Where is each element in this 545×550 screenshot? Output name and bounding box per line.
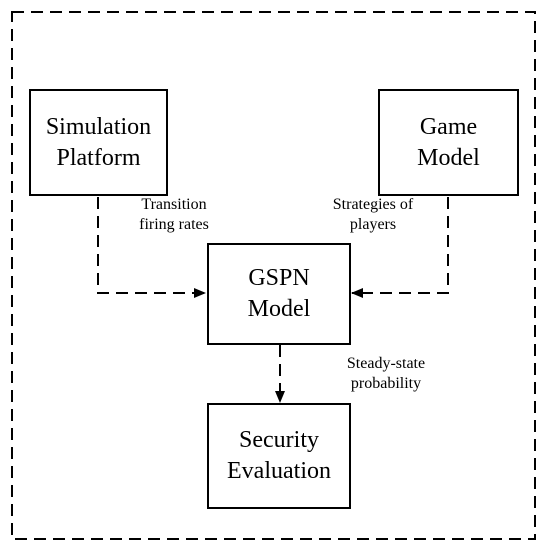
node-security-evaluation-line1: Security: [239, 427, 319, 453]
edge-simulation-to-gspn: [97, 197, 206, 298]
edge-label-steady-state-probability: Steady-state probability: [330, 354, 442, 394]
node-game-model-line1: Game: [419, 113, 478, 140]
node-simulation-platform-line2: Platform: [56, 144, 141, 171]
edge-label-strategies-of-players-line2: players: [349, 216, 397, 233]
edge-label-transition-firing-rates-line1: Transition: [141, 196, 207, 213]
edge-label-steady-state-probability-line1: Steady-state: [346, 355, 426, 372]
outer-dashed-frame: [11, 11, 536, 540]
node-gspn-model-line2: Model: [247, 296, 311, 322]
edge-label-transition-firing-rates: Transition firing rates: [118, 195, 230, 235]
node-security-evaluation-line2: Evaluation: [227, 458, 331, 484]
node-security-evaluation: Security Evaluation: [207, 403, 351, 509]
node-gspn-model: GSPN Model: [207, 243, 351, 345]
node-gspn-model-line1: GSPN: [248, 265, 310, 291]
edge-label-strategies-of-players-line1: Strategies of: [332, 196, 414, 213]
edge-label-transition-firing-rates-line2: firing rates: [139, 216, 209, 233]
edge-label-strategies-of-players: Strategies of players: [317, 195, 429, 235]
node-simulation-platform-line1: Simulation: [45, 113, 152, 140]
node-game-model: Game Model: [378, 89, 519, 196]
edge-label-steady-state-probability-line2: probability: [350, 375, 422, 392]
edge-game-to-gspn: [351, 197, 449, 298]
node-game-model-line2: Model: [417, 144, 480, 171]
node-simulation-platform: Simulation Platform: [29, 89, 168, 196]
